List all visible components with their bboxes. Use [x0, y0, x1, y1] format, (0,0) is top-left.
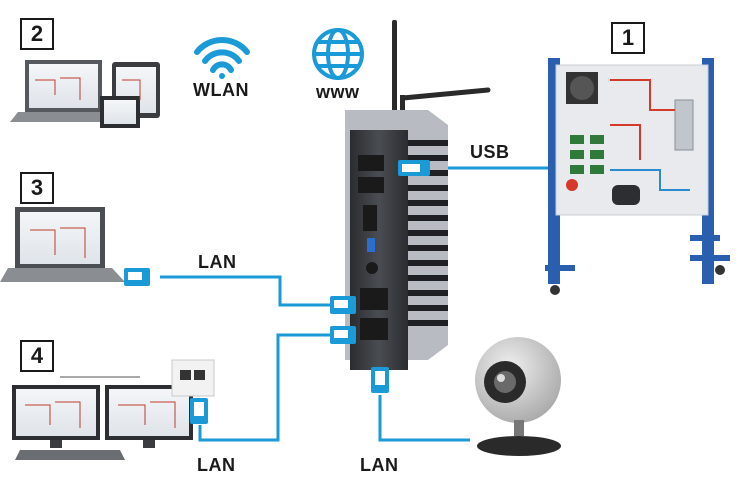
webcam-icon	[475, 337, 561, 456]
laptop-tablet-group	[10, 60, 160, 128]
connection-lines	[160, 166, 560, 442]
wifi-icon	[194, 37, 250, 79]
lan-line-laptop	[160, 275, 335, 307]
workstation-4	[12, 359, 215, 460]
marker-2: 2	[20, 18, 54, 50]
usb-connector-icon	[398, 160, 430, 176]
marker-3: 3	[20, 172, 54, 204]
lan-label-laptop: LAN	[198, 252, 237, 272]
marker-1: 1	[611, 22, 645, 54]
rj45-connector-icon	[124, 268, 389, 424]
www-label: www	[316, 82, 360, 102]
mini-pc-router	[345, 20, 491, 370]
wlan-label: WLAN	[193, 80, 249, 100]
lan-line-wallsocket	[198, 333, 335, 442]
lan-label-camera: LAN	[360, 455, 399, 475]
marker-4: 4	[20, 340, 54, 372]
usb-label: USB	[470, 142, 510, 162]
trainer-station	[545, 58, 730, 295]
laptop-3	[0, 207, 125, 282]
lan-line-camera	[378, 395, 470, 442]
globe-icon	[312, 28, 364, 80]
lan-label-bottom-left: LAN	[197, 455, 236, 475]
